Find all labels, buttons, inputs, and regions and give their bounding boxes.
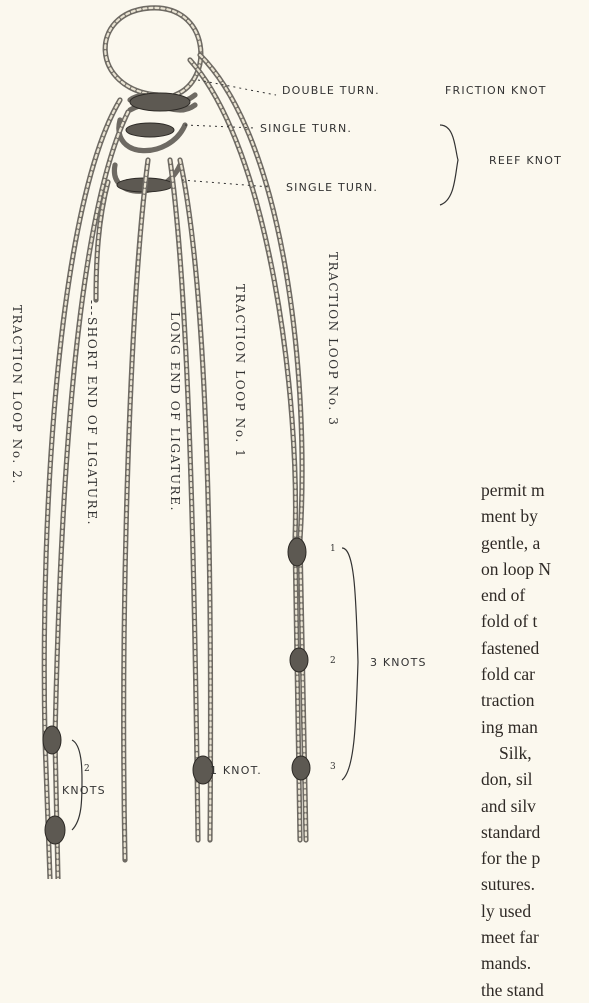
traction-loop-1-label: TRACTION LOOP No. 1 bbox=[233, 284, 247, 459]
friction-knot-label: FRICTION KNOT bbox=[445, 84, 547, 97]
traction-loop-3-label: TRACTION LOOP No. 3 bbox=[326, 252, 340, 427]
body-line: mands. bbox=[481, 950, 589, 976]
knot-number-1: 1 bbox=[330, 544, 336, 554]
body-line: fold of t bbox=[481, 608, 589, 634]
body-line: on loop N bbox=[481, 556, 589, 582]
body-line: ly used bbox=[481, 898, 589, 924]
reef-knot-label: REEF KNOT bbox=[489, 154, 562, 167]
reef-knot-brace bbox=[440, 125, 458, 205]
long-end-strand bbox=[124, 160, 148, 860]
two-knots-label: KNOTS bbox=[62, 784, 106, 797]
upper-single-turn-knot bbox=[119, 120, 185, 151]
three-knots-brace bbox=[342, 548, 358, 780]
knot-number-3: 3 bbox=[330, 762, 336, 772]
traction-loop-2-label: TRACTION LOOP No. 2. bbox=[10, 305, 24, 485]
body-line: gentle, a bbox=[481, 530, 589, 556]
body-line: permit m bbox=[481, 477, 589, 503]
body-line: the stand bbox=[481, 977, 589, 1003]
body-line: for the p bbox=[481, 845, 589, 871]
body-line: standard bbox=[481, 819, 589, 845]
body-line: fold car bbox=[481, 661, 589, 687]
single-turn-label-upper: SINGLE TURN. bbox=[260, 122, 352, 135]
body-line: traction bbox=[481, 687, 589, 713]
ligature-knot-illustration: DOUBLE TURN. FRICTION KNOT SINGLE TURN. … bbox=[0, 0, 589, 879]
body-line: fastened bbox=[481, 635, 589, 661]
two-knots-number: 2 bbox=[84, 764, 90, 774]
body-line: ing man bbox=[481, 714, 589, 740]
body-text-column: permit m ment by gentle, a on loop N end… bbox=[481, 477, 589, 1003]
body-line: meet far bbox=[481, 924, 589, 950]
three-knots-label: 3 KNOTS bbox=[370, 656, 427, 669]
body-line: ment by bbox=[481, 503, 589, 529]
body-line: don, sil bbox=[481, 766, 589, 792]
short-end-label: ---SHORT END OF LIGATURE. bbox=[85, 300, 99, 526]
double-turn-knot bbox=[130, 93, 195, 111]
body-line: sutures. bbox=[481, 871, 589, 897]
long-end-label: LONG END OF LIGATURE. bbox=[168, 312, 182, 512]
knot-number-2: 2 bbox=[330, 656, 336, 666]
body-line: and silv bbox=[481, 793, 589, 819]
double-turn-label: DOUBLE TURN. bbox=[282, 84, 380, 97]
top-loop bbox=[105, 8, 201, 95]
body-line: Silk, bbox=[481, 740, 589, 766]
single-turn-label-lower: SINGLE TURN. bbox=[286, 181, 378, 194]
body-line: end of bbox=[481, 582, 589, 608]
one-knot-label: 1 KNOT. bbox=[210, 764, 262, 777]
